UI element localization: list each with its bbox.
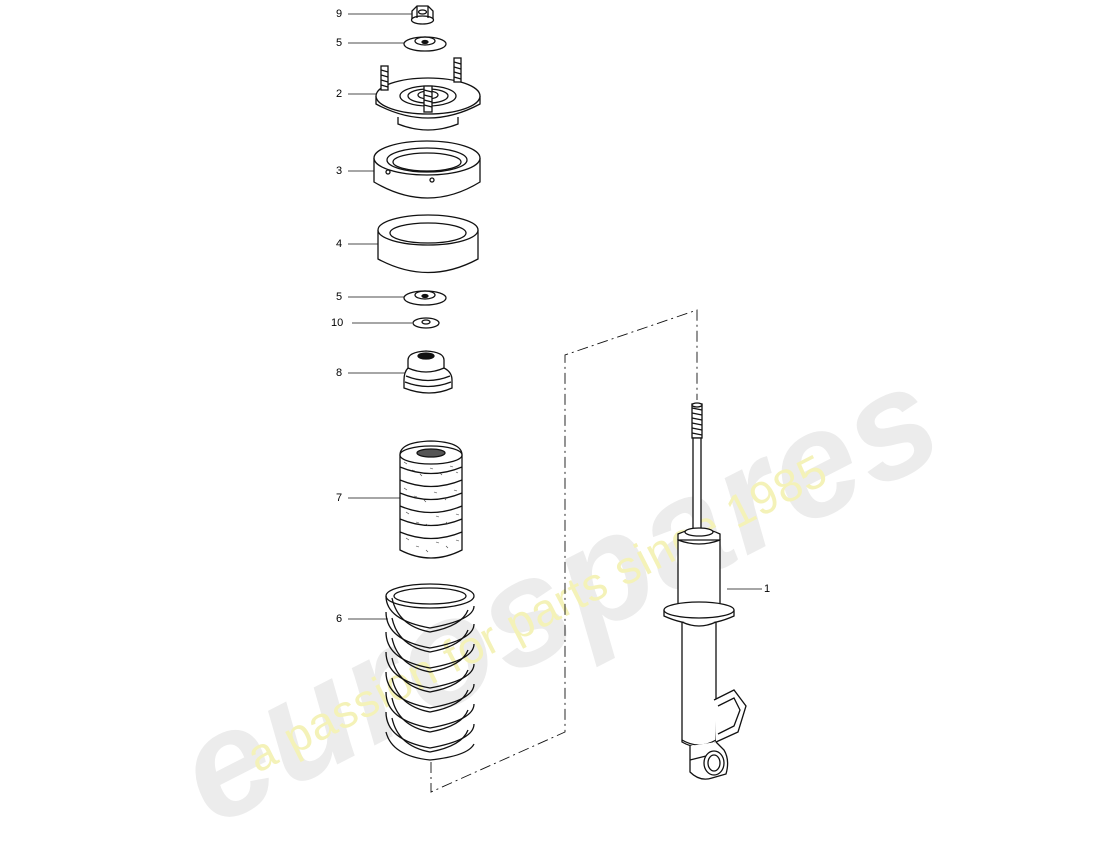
stud-right — [453, 57, 462, 83]
stud-center — [423, 85, 433, 113]
exploded-view — [348, 5, 762, 793]
spring-seat-part — [373, 140, 481, 199]
callout-4: 4 — [336, 238, 343, 250]
washer-top-part — [403, 36, 447, 52]
parts-diagram: eurospares a passion for parts since 198… — [151, 5, 966, 856]
washer-mid-part — [403, 290, 447, 306]
callout-10: 10 — [331, 317, 344, 329]
protective-boot-part — [399, 440, 463, 559]
callout-9: 9 — [336, 8, 343, 20]
callout-7: 7 — [336, 492, 343, 504]
callout-8: 8 — [336, 367, 343, 379]
bump-stop-part — [403, 350, 453, 394]
assembly-line — [430, 309, 698, 793]
callout-5-top: 5 — [336, 37, 343, 49]
leader-lines — [348, 13, 762, 620]
callout-1: 1 — [764, 583, 771, 595]
nut-part — [410, 5, 435, 25]
callout-3: 3 — [336, 165, 343, 177]
shock-absorber-part — [663, 402, 747, 780]
callout-2: 2 — [336, 88, 343, 100]
strut-mount-part — [375, 57, 481, 131]
coil-spring-part — [385, 583, 475, 761]
callout-5-mid: 5 — [336, 291, 343, 303]
spacer-ring-part — [377, 214, 479, 274]
callout-6: 6 — [336, 613, 343, 625]
stud-left — [380, 65, 389, 91]
small-washer-part — [412, 317, 440, 329]
